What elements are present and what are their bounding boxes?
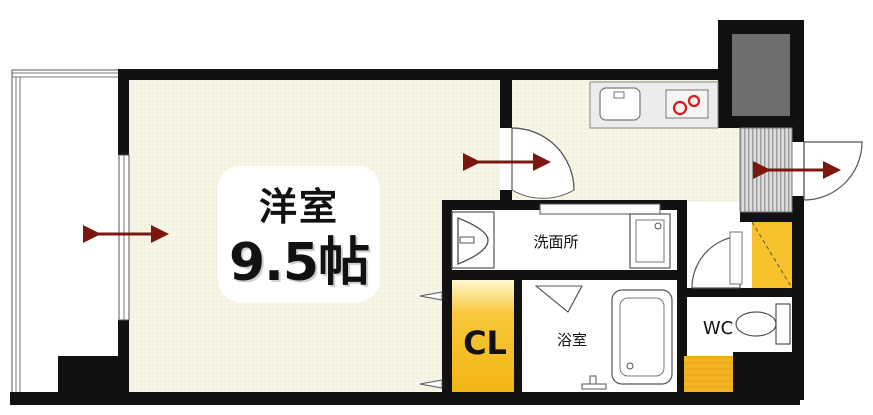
closet-label: CL [463, 324, 507, 362]
storage [751, 221, 793, 289]
bathroom [522, 280, 677, 392]
hob-ring-2 [687, 94, 701, 108]
main-room-size: 9.5帖 [228, 233, 370, 293]
closet [452, 280, 514, 392]
washroom [451, 203, 677, 270]
kitchen-counter [589, 81, 719, 129]
toilet [684, 297, 792, 392]
toilet-label: WC [703, 318, 733, 339]
main-room-name: 洋室 [258, 185, 339, 229]
balcony-window [118, 154, 130, 321]
direction-arrows [83, 153, 841, 243]
bathroom-label: 浴室 [557, 331, 587, 349]
refrigerator-space [732, 34, 790, 116]
main-room-label-box: 洋室 9.5帖 [218, 166, 380, 302]
washroom-label: 洗面所 [533, 233, 578, 251]
hob-ring-1 [672, 100, 688, 116]
